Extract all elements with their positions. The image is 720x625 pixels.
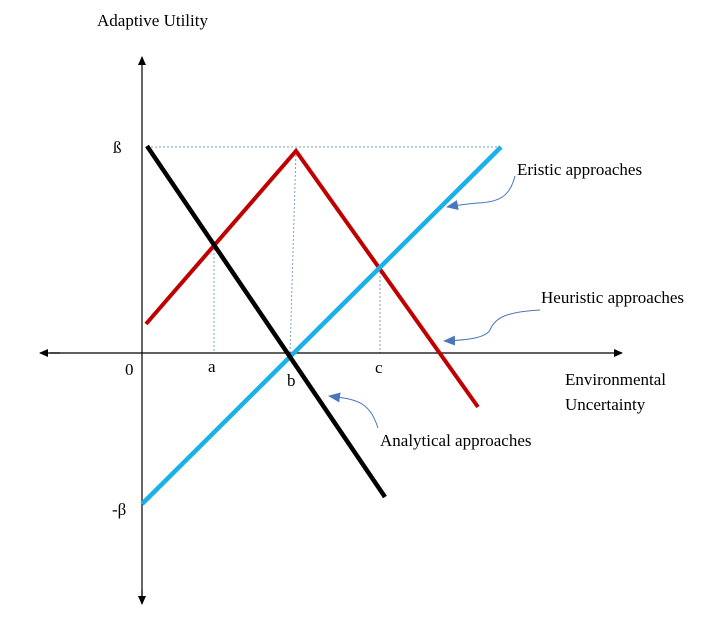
eristic-label: Eristic approaches: [517, 160, 642, 179]
analytical-callout-arrow: [328, 392, 379, 429]
guide-b: [289, 150, 297, 354]
heuristic-approaches-line: [144, 147, 480, 409]
y-tick-neg-beta: -β: [112, 500, 126, 519]
x-axis-title-line2: Uncertainty: [565, 395, 646, 414]
guide-lines: [147, 146, 500, 354]
origin-label: 0: [125, 360, 134, 379]
heuristic-callout-arrow: [443, 309, 541, 346]
eristic-callout-arrow: [446, 175, 516, 210]
x-tick-b: b: [287, 371, 296, 390]
analytical-approaches-line: [145, 144, 387, 499]
y-axis-title: Adaptive Utility: [97, 11, 208, 30]
x-tick-c: c: [375, 358, 383, 377]
eristic-approaches-line: [140, 145, 503, 506]
x-axis-title-line1: Environmental: [565, 370, 666, 389]
y-tick-beta: ß: [113, 138, 122, 157]
x-tick-a: a: [208, 357, 216, 376]
analytical-label: Analytical approaches: [380, 431, 532, 450]
heuristic-label: Heuristic approaches: [541, 288, 684, 307]
